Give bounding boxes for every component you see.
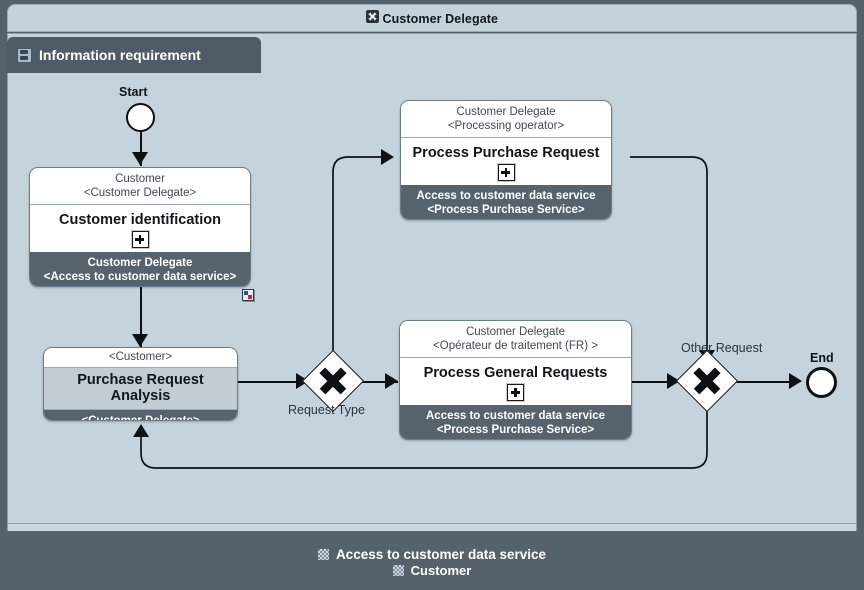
task-footer-line1: Access to customer data service bbox=[426, 410, 605, 422]
plus-icon[interactable] bbox=[507, 384, 524, 401]
task-footer: <Customer Delegate> bbox=[44, 410, 237, 421]
gear-icon bbox=[317, 548, 329, 560]
gear-icon bbox=[392, 564, 404, 576]
task-footer: Access to customer data service <Process… bbox=[400, 405, 631, 439]
task-header-line1: <Customer> bbox=[108, 351, 173, 363]
task-footer-line1: Customer Delegate bbox=[87, 257, 193, 269]
flow-gateway-to-general-requests bbox=[360, 381, 398, 383]
task-header: Customer <Customer Delegate> bbox=[30, 168, 250, 205]
gateway-request-type[interactable] bbox=[301, 349, 365, 413]
task-header-line1: Customer Delegate bbox=[465, 326, 566, 338]
start-event-label: Start bbox=[119, 85, 148, 99]
arrowhead-right bbox=[667, 373, 680, 389]
gateway-other-request-label: Other Request bbox=[681, 341, 763, 355]
flow-start-to-identification bbox=[140, 131, 142, 166]
task-header-line1: Customer Delegate bbox=[456, 106, 556, 118]
task-process-purchase-request[interactable]: Customer Delegate <Processing operator> … bbox=[400, 100, 612, 220]
arrowhead-down bbox=[132, 152, 148, 165]
task-marker-row bbox=[30, 230, 250, 252]
footer-row-service: Access to customer data service bbox=[317, 546, 547, 562]
task-customer-identification[interactable]: Customer <Customer Delegate> Customer id… bbox=[29, 167, 251, 287]
window-footer: Access to customer data service Customer bbox=[0, 534, 864, 590]
task-footer-line1: Access to customer data service bbox=[416, 190, 596, 202]
task-header-line2: <Processing operator> bbox=[447, 120, 565, 132]
gateway-request-type-label: Request Type bbox=[288, 403, 365, 417]
window-title-label: Customer Delegate bbox=[382, 12, 499, 26]
footer-customer-label: Customer bbox=[410, 562, 472, 578]
information-requirement-icon bbox=[17, 47, 32, 63]
arrowhead-up bbox=[133, 424, 149, 437]
task-footer: Customer Delegate <Access to customer da… bbox=[30, 252, 250, 286]
pool-lane-label: Information requirement bbox=[39, 47, 201, 63]
task-footer-line2: <Process Purchase Service> bbox=[427, 204, 585, 216]
pool-lane-header[interactable]: Information requirement bbox=[7, 37, 261, 73]
data-association-marker-icon[interactable] bbox=[242, 289, 254, 301]
task-footer: Access to customer data service <Process… bbox=[401, 185, 611, 219]
start-event[interactable] bbox=[126, 103, 155, 132]
plus-icon[interactable] bbox=[131, 231, 149, 248]
task-header: Customer Delegate <Processing operator> bbox=[401, 101, 611, 138]
task-header-line2: <Opérateur de traitement (FR) > bbox=[433, 340, 598, 352]
arrowhead-right bbox=[381, 149, 394, 165]
plus-icon[interactable] bbox=[497, 164, 515, 181]
pool-bottom-strip bbox=[8, 523, 856, 531]
window-title-text: Customer Delegate bbox=[365, 10, 499, 26]
task-name: Customer identification bbox=[30, 205, 250, 230]
gateway-other-request[interactable] bbox=[675, 349, 739, 413]
task-name: Purchase Request Analysis bbox=[44, 368, 237, 410]
task-name: Process Purchase Request bbox=[401, 138, 611, 163]
task-footer-line2: <Access to customer data service> bbox=[43, 271, 237, 283]
task-marker-row bbox=[400, 383, 631, 405]
flow-identification-to-analysis bbox=[140, 287, 142, 347]
task-footer-line2: <Process Purchase Service> bbox=[436, 424, 595, 436]
footer-row-customer: Customer bbox=[392, 562, 472, 578]
task-process-general-requests[interactable]: Customer Delegate <Opérateur de traiteme… bbox=[399, 320, 632, 440]
task-header: <Customer> bbox=[44, 348, 237, 368]
task-marker-row bbox=[401, 163, 611, 185]
task-header-line2: <Customer Delegate> bbox=[83, 187, 197, 199]
task-purchase-request-analysis[interactable]: <Customer> Purchase Request Analysis <Cu… bbox=[43, 347, 238, 421]
arrowhead-right bbox=[789, 373, 802, 389]
task-header: Customer Delegate <Opérateur de traiteme… bbox=[400, 321, 631, 358]
gear-icon bbox=[365, 10, 379, 23]
flow-analysis-to-gateway bbox=[238, 381, 306, 383]
task-header-line1: Customer bbox=[115, 173, 165, 185]
arrowhead-right bbox=[385, 373, 398, 389]
end-event[interactable] bbox=[806, 367, 837, 398]
window-titlebar: Customer Delegate bbox=[7, 4, 857, 32]
task-footer-line1: <Customer Delegate> bbox=[81, 415, 200, 421]
task-name: Process General Requests bbox=[400, 358, 631, 383]
end-event-label: End bbox=[810, 351, 834, 365]
flow-merge-to-end bbox=[728, 381, 798, 383]
flow-general-requests-to-merge bbox=[632, 381, 680, 383]
arrowhead-down bbox=[132, 334, 148, 347]
footer-service-label: Access to customer data service bbox=[335, 546, 547, 562]
